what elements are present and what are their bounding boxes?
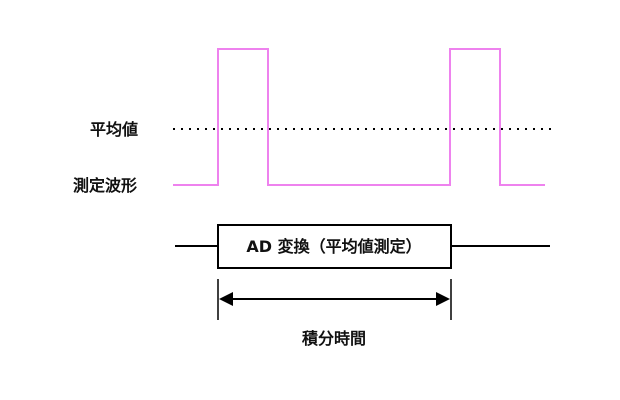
ad-conversion-label: AD 変換（平均値測定） bbox=[246, 237, 421, 256]
measured-waveform-label: 測定波形 bbox=[73, 176, 137, 195]
integration-arrow-left-head bbox=[219, 292, 233, 306]
average-value-label: 平均値 bbox=[90, 120, 138, 139]
measured-waveform-trace bbox=[173, 48, 545, 186]
integration-arrow-right-head bbox=[436, 292, 450, 306]
ad-conversion-box bbox=[217, 224, 452, 269]
integration-time-label: 積分時間 bbox=[301, 329, 366, 348]
